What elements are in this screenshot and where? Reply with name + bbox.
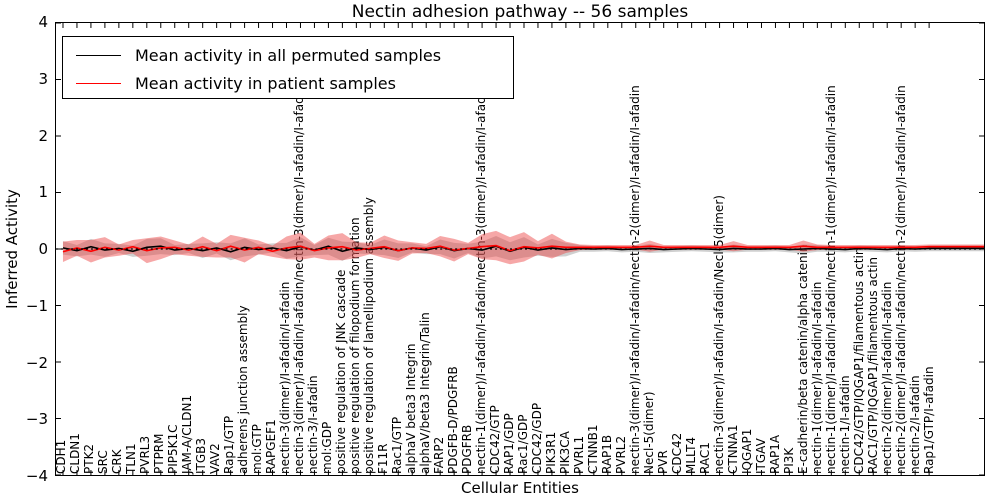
legend-item-permuted: Mean activity in all permuted samples (63, 45, 513, 67)
y-tick-label: 4 (38, 13, 48, 31)
patient-line-swatch (76, 83, 121, 84)
y-tick-label: −3 (25, 410, 48, 429)
y-tick-label: 0 (38, 240, 48, 258)
y-tick-label: −4 (25, 467, 48, 485)
y-tick-label: −2 (25, 353, 48, 372)
y-tick-label: 1 (38, 183, 48, 202)
patient-std-band (62, 230, 984, 265)
y-tick-label: 2 (38, 126, 48, 145)
x-axis-title: Cellular Entities (461, 479, 579, 497)
legend-label: Mean activity in all permuted samples (135, 46, 442, 65)
permuted-mean-line (62, 245, 984, 253)
legend-item-patient: Mean activity in patient samples (63, 73, 513, 95)
legend-label: Mean activity in patient samples (135, 74, 396, 93)
legend: Mean activity in all permuted samples Me… (62, 36, 514, 99)
y-tick-label: −1 (25, 296, 48, 315)
patient-mean-line (62, 244, 984, 253)
permuted-line-swatch (76, 55, 121, 56)
chart-title: Nectin adhesion pathway -- 56 samples (351, 2, 689, 22)
y-tick-label: 3 (38, 69, 48, 88)
permuted-std-band (62, 235, 984, 261)
y-axis-title: Inferred Activity (3, 189, 21, 309)
